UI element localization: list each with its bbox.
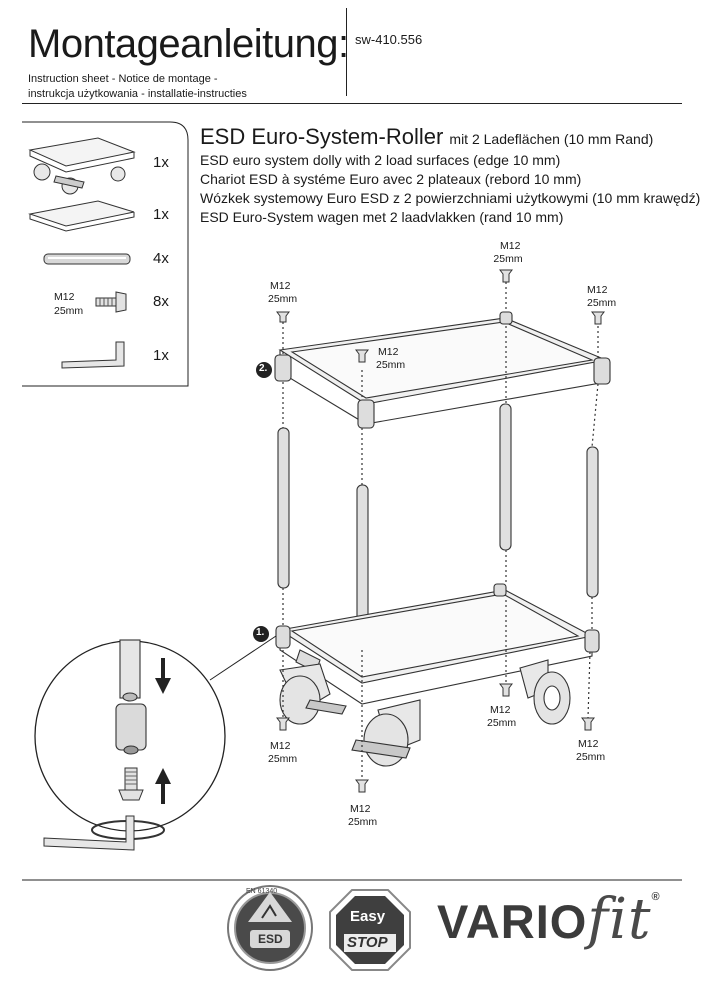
hex-key-icon [61,341,125,369]
detail-hex-key-icon [43,815,165,851]
label-length-lower-mid: 25mm [487,717,517,729]
label-size-lower-right: M12 [578,738,599,750]
registered-mark: ® [651,891,661,903]
esd-logo-icon [227,885,313,971]
step-2-label: 2. [259,363,268,374]
label-length-right: 25mm [587,297,617,309]
part-qty-hex-key: 1x [153,347,169,364]
label-size-left: M12 [270,280,291,292]
label-size-bottom: M12 [350,803,371,815]
detail-screw-icon [118,767,144,801]
dolly-base-icon [28,137,136,195]
product-line-en: ESD euro system dolly with 2 load surfac… [200,152,561,168]
label-size-lower-left: M12 [270,740,291,752]
label-size-front: M12 [378,346,399,358]
part-qty-screw: 8x [153,293,169,310]
part-qty-dolly: 1x [153,154,169,171]
screw-markers [276,269,605,793]
esd-ring-text: EN 61340 [246,888,278,895]
product-title: ESD Euro-System-Roller mit 2 Ladeflächen… [200,124,653,150]
label-length-lower-right: 25mm [576,751,606,763]
step-1-marker [253,626,269,642]
label-length-left: 25mm [268,293,298,305]
variofit-logo: VARIOfit® [437,892,661,948]
vario-text: VARIO [437,895,588,948]
label-length-bottom: 25mm [348,816,378,828]
step-2-marker [256,362,272,378]
part-qty-tube: 4x [153,250,169,267]
document-number: sw-410.556 [355,32,423,47]
parts-panel-border [22,121,189,387]
product-line-pl: Wózkek systemowy Euro ESD z 2 powierzchn… [200,190,701,206]
esd-logo-text: ESD [258,932,283,946]
part-qty-surface: 1x [153,206,169,223]
label-length-lower-left: 25mm [268,753,298,765]
header-rule [22,103,682,104]
tube-icon [43,253,131,265]
product-name-suffix: mit 2 Ladeflächen (10 mm Rand) [449,131,654,147]
screw-icon [95,291,127,313]
easy-text: Easy [350,908,386,925]
fit-text: fit [587,887,652,952]
product-line-fr: Chariot ESD à systéme Euro avec 2 platea… [200,171,582,187]
label-length-front: 25mm [376,359,406,371]
part-screw-length: 25mm [54,305,84,317]
product-name: ESD Euro-System-Roller [200,124,444,149]
detail-leader [209,635,277,681]
upper-load-surface [274,311,611,429]
label-size-top: M12 [500,240,521,252]
step-1-label: 1. [256,627,265,638]
product-line-nl: ESD Euro-System wagen met 2 laadvlakken … [200,209,564,225]
detail-connector-icon [115,703,147,755]
label-length-top: 25mm [493,253,523,265]
arrow-down-icon [155,658,171,694]
easy-stop-logo-icon [329,889,411,971]
arrow-up-icon [155,768,171,804]
subtitle-line-2: instrukcja użytkowania - installatie-ins… [28,88,247,100]
subtitle-line-1: Instruction sheet - Notice de montage - [28,73,218,85]
label-size-right: M12 [587,284,608,296]
page-title: Montageanleitung: [28,22,349,66]
label-size-lower-mid: M12 [490,704,511,716]
guide-lines [282,282,599,780]
load-surface-icon [28,200,135,232]
part-screw-size: M12 [54,291,75,303]
lower-dolly-base [275,583,600,767]
stop-text: STOP [347,934,388,951]
detail-tube-icon [119,639,141,702]
header-divider [346,8,347,96]
